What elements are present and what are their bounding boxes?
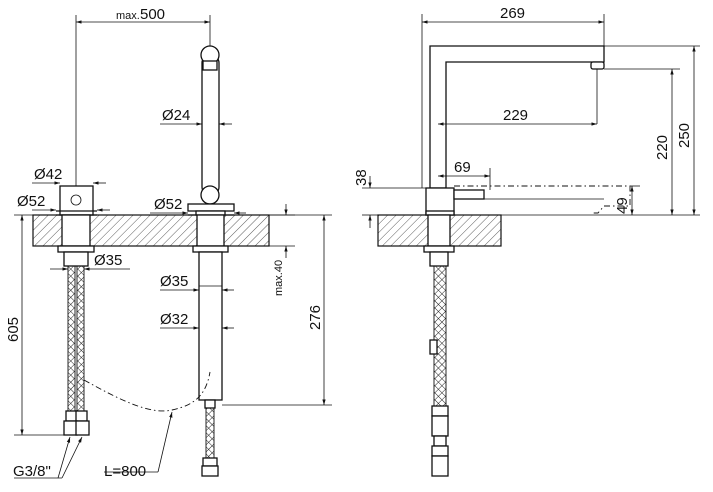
side-lever: [453, 189, 485, 200]
pullout-outline: [454, 185, 631, 214]
h605-label: 605: [5, 317, 22, 342]
h49-label: 49: [614, 197, 631, 214]
control-knob: [56, 185, 97, 216]
d52-right-label: Ø52: [154, 196, 182, 213]
d42-label: Ø42: [34, 166, 62, 183]
h276-label: 276: [307, 305, 324, 330]
max500-prefix: max.: [116, 10, 140, 22]
d35-top-label: Ø35: [94, 252, 122, 269]
spout-hose: [205, 407, 215, 459]
d35-mid-label: Ø35: [160, 273, 188, 290]
g38-label: G3/8": [13, 463, 51, 480]
spout-shank: [198, 251, 223, 401]
h220-label: 220: [654, 135, 671, 160]
spout-column: [187, 45, 235, 216]
w229-label: 229: [503, 107, 528, 124]
d24-label: Ø24: [162, 107, 190, 124]
h250-label: 250: [676, 123, 693, 148]
dimension-lines-left: [14, 15, 332, 479]
side-view: 269 229 69 38 220 250 49: [353, 5, 700, 477]
side-hose: [433, 265, 447, 407]
h38-label: 38: [353, 169, 370, 186]
hose-path: [83, 371, 211, 412]
supply-hose-right: [76, 265, 85, 412]
d52-left-label: Ø52: [17, 193, 45, 210]
l800-label: L=800: [104, 463, 146, 480]
max40-label: max.40: [273, 260, 285, 296]
w69-label: 69: [454, 159, 471, 176]
front-view: max. 500 Ø24 Ø42 Ø52 Ø52 Ø35 Ø35 Ø32 max…: [5, 6, 332, 480]
dimension-lines-right: [362, 14, 700, 228]
supply-hose-left: [67, 265, 76, 412]
d32-label: Ø32: [160, 311, 188, 328]
w269-label: 269: [500, 5, 525, 22]
knob-mount: [61, 214, 91, 247]
max500-label: 500: [140, 6, 165, 23]
